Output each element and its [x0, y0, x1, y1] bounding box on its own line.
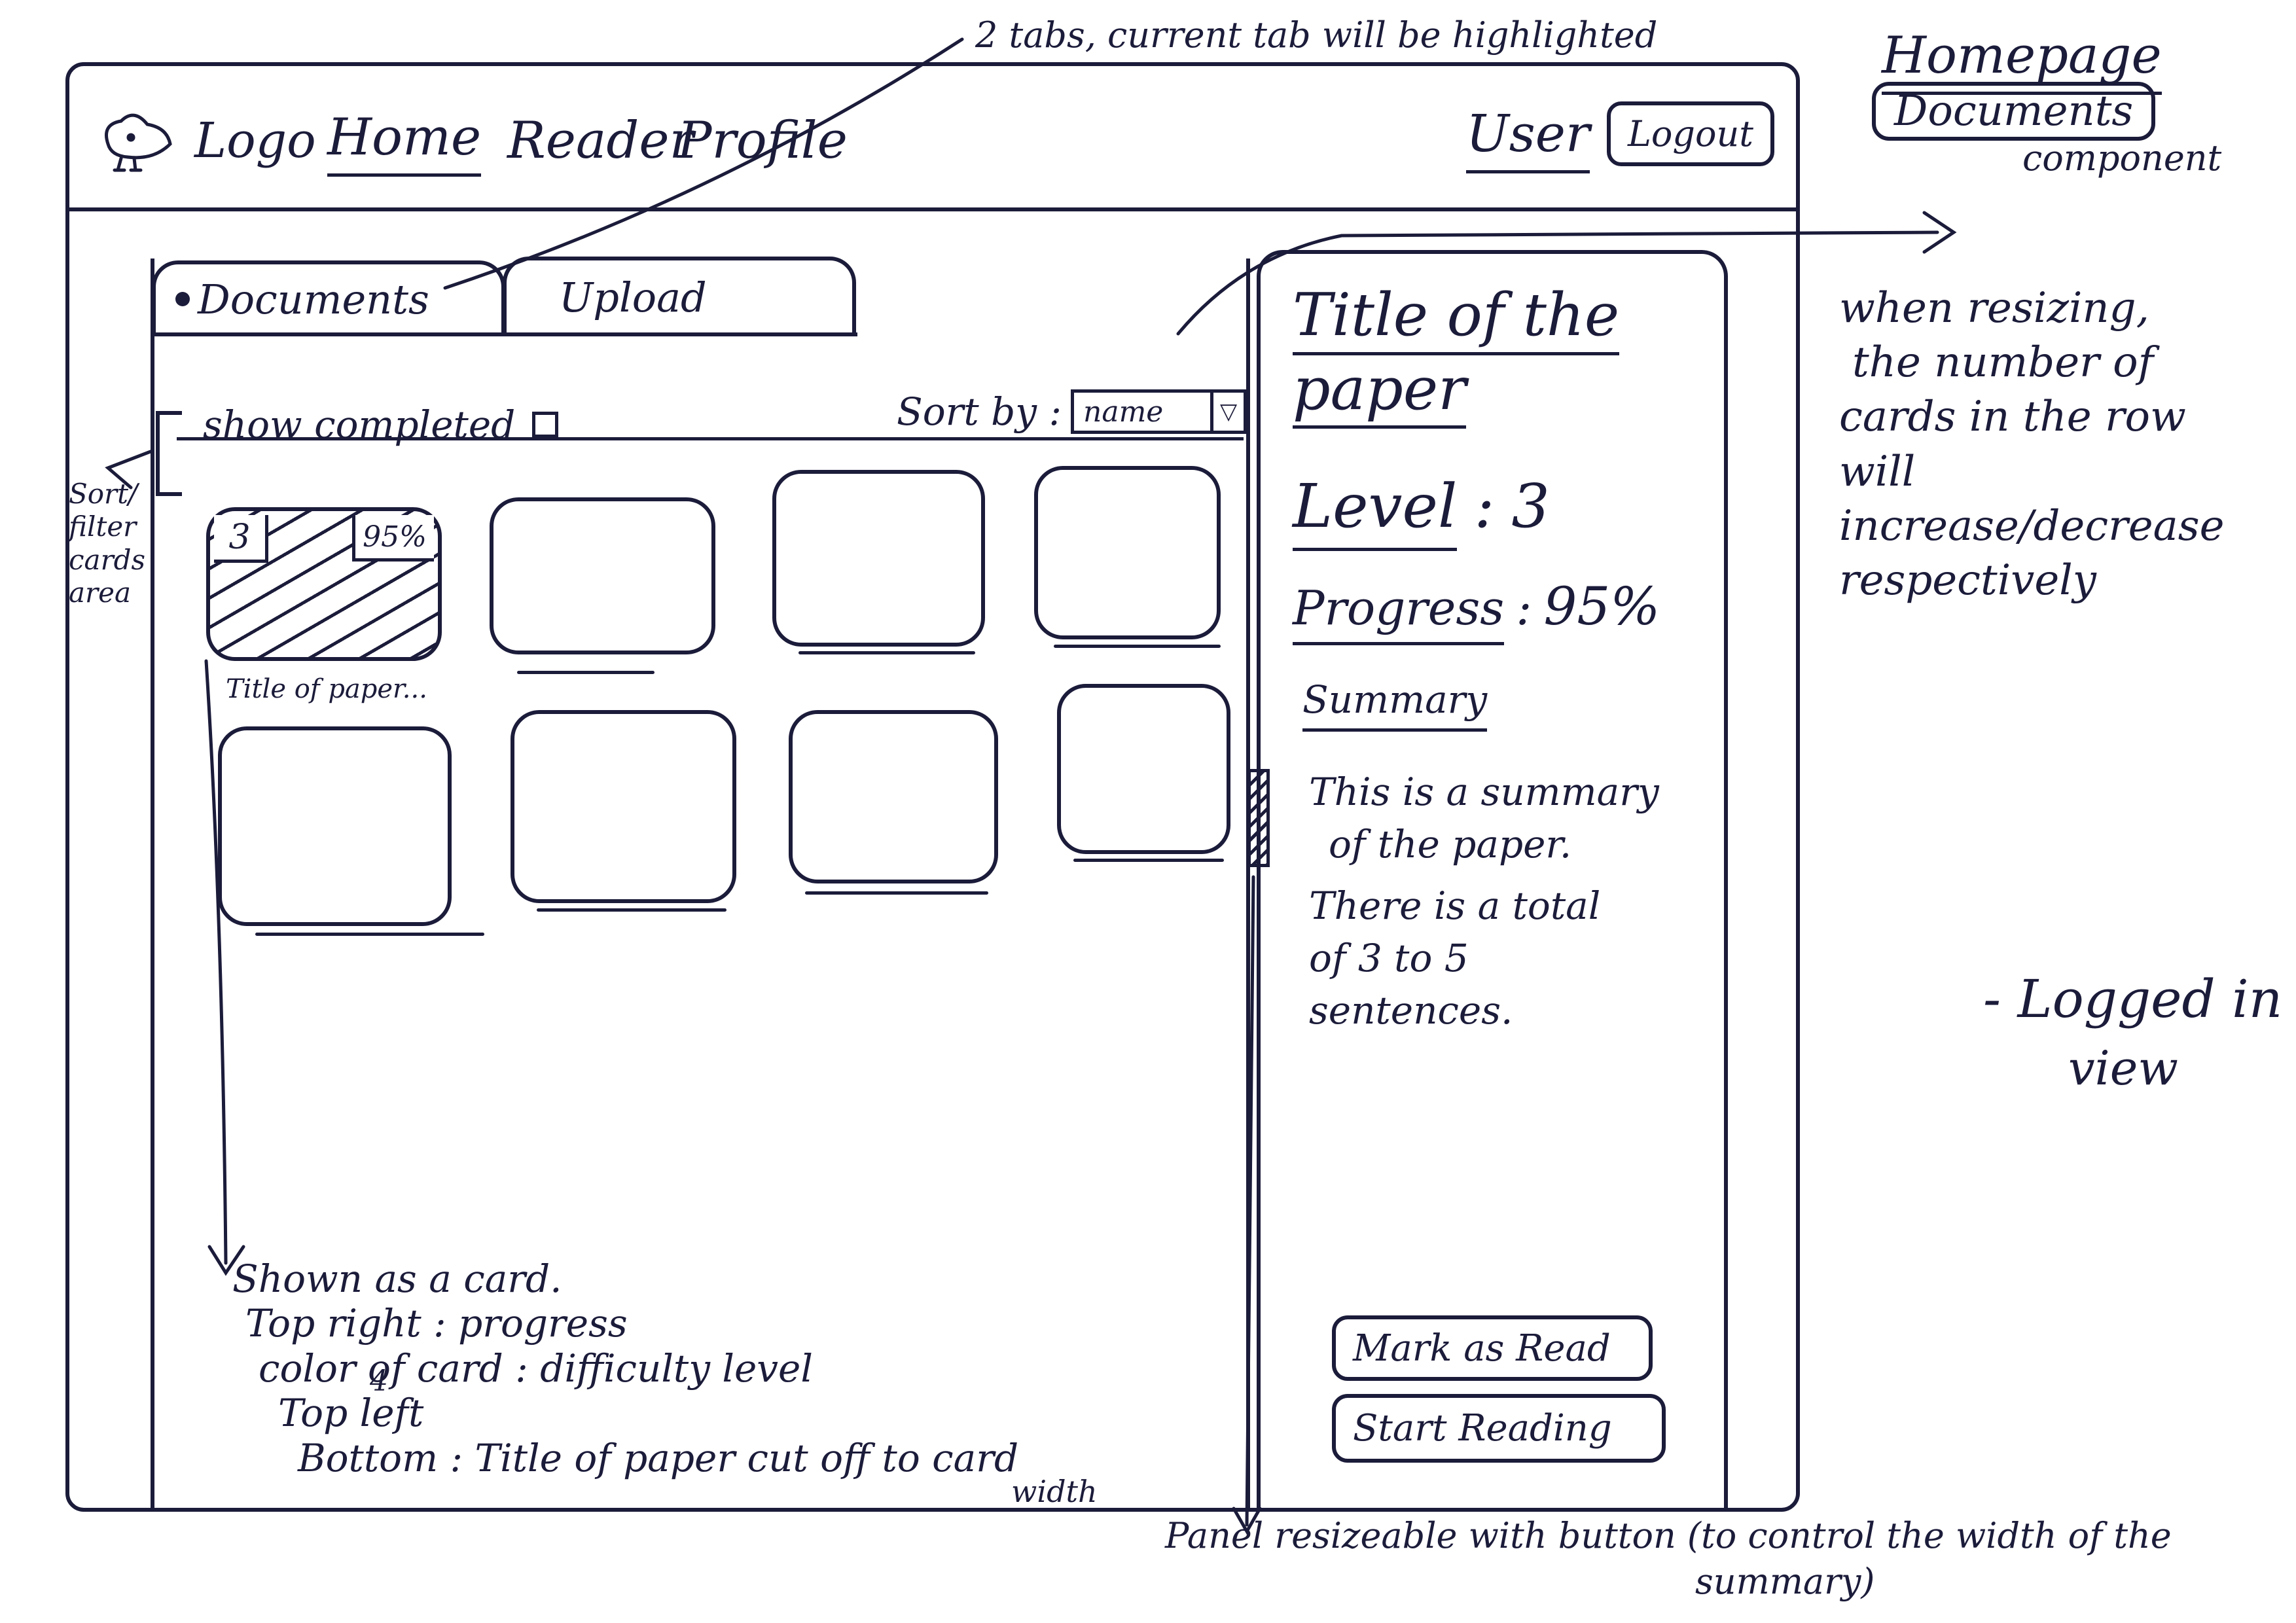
card-note-line: Bottom : Title of paper cut off to card [298, 1435, 1019, 1480]
card-title-placeholder [255, 933, 484, 936]
progress-label: Progress [1293, 580, 1505, 645]
component-annotation: component [2022, 137, 2222, 179]
resize-note-line: when resizing, [1839, 284, 2149, 332]
card-annotation: Shown as a card. Top right : progress co… [232, 1257, 1098, 1509]
card-title: Title of paper... [226, 674, 427, 704]
summary-title-line-2: paper [1293, 355, 1467, 429]
show-completed-checkbox[interactable] [532, 412, 559, 438]
card-progress-badge: 95% [352, 515, 434, 562]
summary-sentence: of 3 to 5 [1309, 936, 1469, 981]
level-label: Level [1293, 471, 1458, 551]
sort-filter-annotation: Sort/ filter cards area [69, 478, 145, 610]
card-note-line: Top left 4 [232, 1364, 1098, 1436]
card-level-badge: 3 [214, 515, 268, 563]
dropdown-arrow-icon: ▽ [1220, 399, 1238, 425]
resize-note-line: the number of [1852, 338, 2154, 387]
card-note-top-left: Top left [278, 1391, 424, 1436]
card-title-placeholder [1054, 645, 1221, 648]
panel-resize-annotation: Panel resizeable with button (to control… [1165, 1515, 2172, 1556]
filter-bracket [156, 411, 182, 496]
logo-text: Logo [194, 113, 316, 169]
card-title-placeholder [805, 891, 988, 895]
sort-note-line: cards [69, 543, 146, 576]
card-note-line: Shown as a card. [232, 1257, 562, 1301]
document-card[interactable] [511, 710, 736, 903]
card-note-line: color of card : difficulty level [259, 1346, 813, 1391]
card-title-placeholder [1073, 859, 1224, 862]
summary-heading: Summary [1302, 677, 1488, 732]
summary-title: Title of the paper [1293, 281, 1620, 429]
resize-note-line: cards in the row [1839, 393, 2186, 442]
active-tab-dot-icon [175, 292, 190, 306]
mark-as-read-button[interactable]: Mark as Read [1332, 1315, 1653, 1381]
document-card[interactable] [1034, 466, 1221, 639]
documents-panel [151, 259, 1250, 1512]
document-card[interactable] [1057, 684, 1230, 854]
document-card[interactable] [218, 726, 452, 926]
tab-upload[interactable]: Upload [503, 257, 856, 334]
document-card[interactable] [772, 470, 985, 647]
browser-window [65, 62, 1800, 1512]
sort-control: Sort by : name ▽ [897, 389, 1247, 434]
navbar [65, 62, 1800, 211]
card-title-placeholder [517, 671, 655, 674]
card-note-line: width [1011, 1474, 1098, 1510]
nav-profile[interactable]: Profile [677, 111, 848, 170]
sort-by-label: Sort by : [897, 389, 1062, 434]
logged-in-annotation: - Logged in [1983, 969, 2283, 1029]
sort-note-line: Sort/ [69, 478, 138, 510]
card-title-placeholder [798, 651, 975, 654]
sort-note-line: area [69, 577, 132, 609]
tabs-annotation: 2 tabs, current tab will be highlighted [975, 14, 1658, 56]
card-note-line: Top right : progress [245, 1301, 628, 1346]
nav-home[interactable]: Home [327, 108, 482, 177]
card-note-marker: 4 [370, 1364, 388, 1399]
document-card[interactable] [490, 497, 715, 654]
summary-sentence: of the paper. [1329, 822, 1572, 867]
summary-text: This is a summary of the paper. There is… [1309, 766, 1659, 1037]
level-value: 3 [1511, 471, 1550, 541]
tab-divider [151, 332, 857, 336]
start-reading-button[interactable]: Start Reading [1332, 1394, 1666, 1463]
document-card[interactable]: 3 95% [206, 507, 442, 661]
summary-panel [1257, 250, 1728, 1512]
tab-documents-label: Documents [198, 275, 429, 323]
logged-in-annotation-2: view [2068, 1041, 2178, 1096]
user-link[interactable]: User [1466, 105, 1590, 173]
tab-upload-label: Upload [559, 273, 707, 321]
document-card[interactable] [789, 710, 998, 883]
tab-documents[interactable]: Documents [152, 260, 505, 334]
documents-component-annotation: Documents [1872, 82, 2156, 141]
sort-select-value: name [1074, 393, 1213, 431]
homepage-annotation: Homepage [1882, 26, 2162, 95]
summary-sentence: sentences. [1309, 988, 1513, 1033]
progress-value: 95% [1543, 576, 1660, 637]
panel-resize-annotation-2: summary) [1695, 1561, 1875, 1602]
bird-logo-icon [105, 113, 172, 172]
summary-title-line-1: Title of the [1293, 281, 1620, 355]
filter-bar-divider [177, 437, 1244, 440]
logo[interactable]: Logo [95, 105, 316, 177]
summary-level: Level : 3 [1293, 471, 1550, 551]
resize-note-line: will increase/decrease [1839, 447, 2225, 550]
summary-sentence: This is a summary [1309, 770, 1659, 814]
summary-sentence: There is a total [1309, 883, 1601, 929]
summary-progress: Progress : 95% [1293, 576, 1660, 645]
logout-button[interactable]: Logout [1607, 101, 1774, 166]
resize-note-line: respectively [1839, 556, 2096, 605]
card-title-placeholder [537, 908, 726, 912]
nav-reader[interactable]: Reader [507, 111, 694, 170]
resize-annotation: when resizing, the number of cards in th… [1839, 281, 2296, 608]
sort-note-line: filter [69, 510, 137, 543]
sort-select[interactable]: name ▽ [1071, 389, 1247, 434]
